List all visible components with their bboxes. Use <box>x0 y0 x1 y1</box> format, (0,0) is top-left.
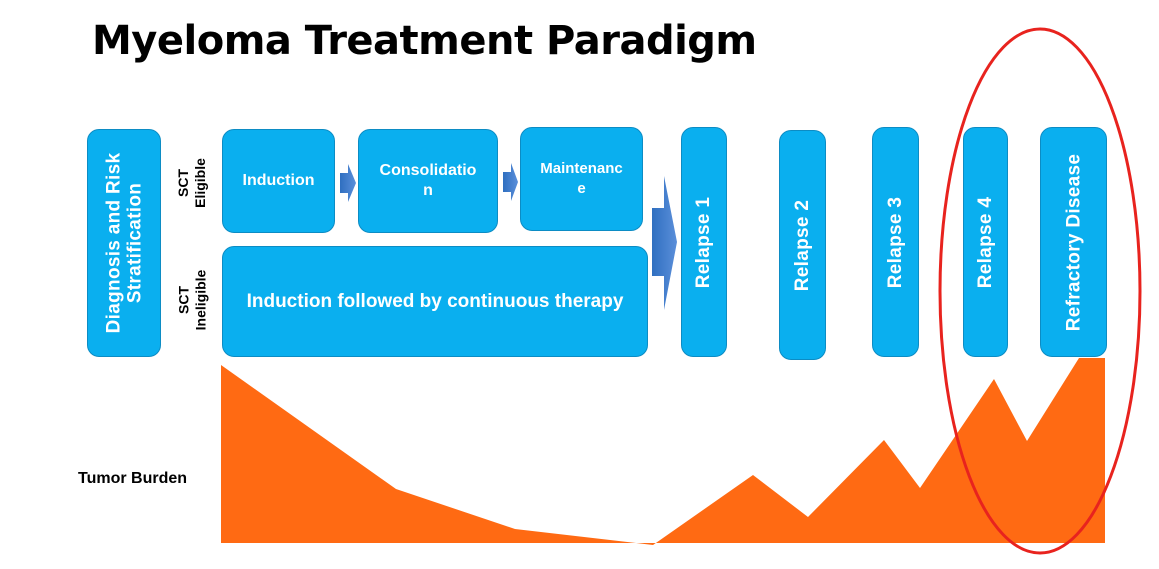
diagnosis-box: Diagnosis and Risk Stratification <box>87 129 161 357</box>
maintenance-label: Maintenanc e <box>540 160 623 197</box>
refractory-disease-box: Refractory Disease <box>1040 127 1107 357</box>
arrow-icon <box>340 164 356 202</box>
relapse-1-box: Relapse 1 <box>681 127 727 357</box>
consolidation-box: Consolidatio n <box>358 129 498 233</box>
maintenance-box: Maintenanc e <box>520 127 643 231</box>
page-title: Myeloma Treatment Paradigm <box>92 18 757 64</box>
continuous-therapy-label: Induction followed by continuous therapy <box>246 290 624 312</box>
arrow-icon <box>503 163 518 201</box>
induction-box: Induction <box>222 129 335 233</box>
relapse-3-box: Relapse 3 <box>872 127 919 357</box>
tumor-burden-area <box>221 358 1105 545</box>
continuous-therapy-box: Induction followed by continuous therapy <box>222 246 648 357</box>
consolidation-label: Consolidatio n <box>379 162 477 199</box>
highlight-ellipse <box>938 27 1142 555</box>
relapse-2-box: Relapse 2 <box>779 130 826 360</box>
big-arrow-icon <box>652 176 677 310</box>
relapse-4-box: Relapse 4 <box>963 127 1008 357</box>
induction-label: Induction <box>242 172 315 189</box>
tumor-burden-label: Tumor Burden <box>78 470 188 487</box>
